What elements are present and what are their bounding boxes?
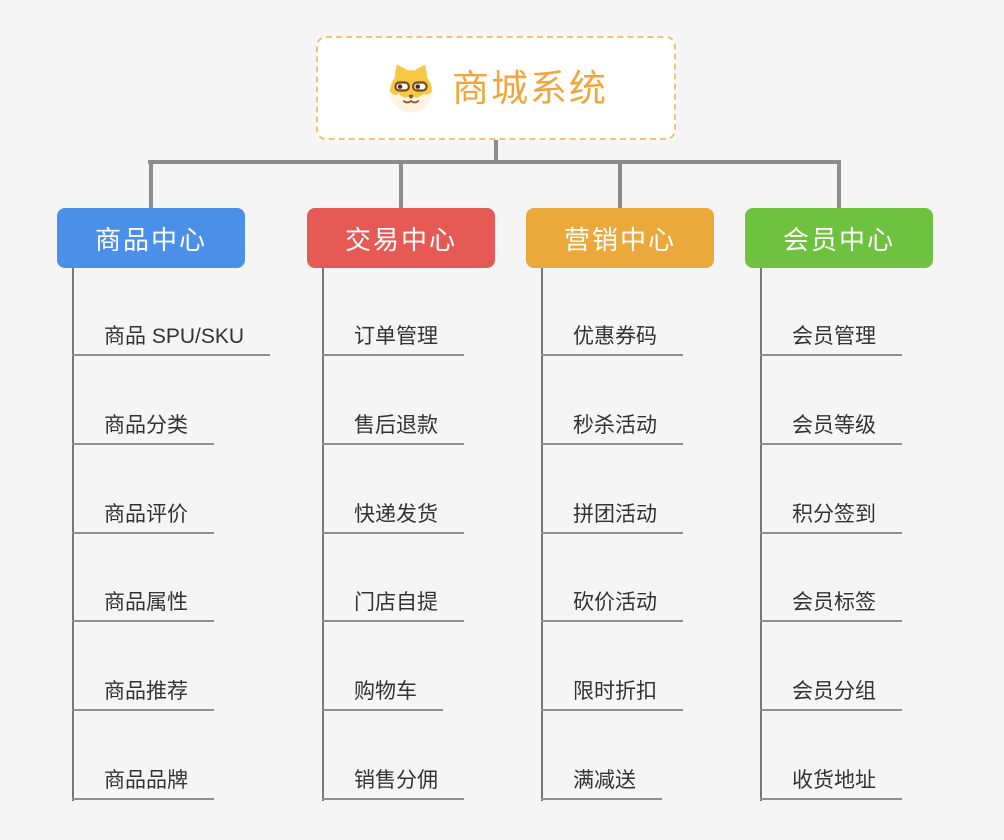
leaf-node[interactable]: 售后退款 — [322, 408, 464, 445]
leaf-node[interactable]: 收货地址 — [760, 763, 902, 800]
leaf-node[interactable]: 商品 SPU/SKU — [72, 319, 271, 356]
connector-branch-drop — [618, 160, 622, 210]
branch-node-2[interactable]: 交易中心 — [307, 208, 495, 268]
branch-node-4[interactable]: 会员中心 — [745, 208, 933, 268]
leaf-node[interactable]: 满减送 — [541, 763, 662, 800]
leaf-node[interactable]: 积分签到 — [760, 497, 902, 534]
leaf-node[interactable]: 会员管理 — [760, 319, 902, 356]
leaf-node[interactable]: 购物车 — [322, 674, 443, 711]
leaf-node[interactable]: 会员分组 — [760, 674, 902, 711]
leaf-node[interactable]: 会员标签 — [760, 585, 902, 622]
leaf-node[interactable]: 商品属性 — [72, 585, 214, 622]
connector-branch-spine — [760, 268, 762, 801]
leaf-node[interactable]: 商品评价 — [72, 497, 214, 534]
connector-branch-spine — [541, 268, 543, 801]
leaf-node[interactable]: 拼团活动 — [541, 497, 683, 534]
leaf-node[interactable]: 会员等级 — [760, 408, 902, 445]
leaf-node[interactable]: 优惠券码 — [541, 319, 683, 356]
connector-horizontal-bus — [148, 160, 840, 164]
connector-branch-spine — [72, 268, 74, 801]
root-node[interactable]: 商城系统 — [316, 36, 676, 140]
connector-branch-drop — [399, 160, 403, 210]
leaf-node[interactable]: 限时折扣 — [541, 674, 683, 711]
leaf-node[interactable]: 商品品牌 — [72, 763, 214, 800]
doge-face-icon — [384, 61, 438, 115]
leaf-node[interactable]: 商品推荐 — [72, 674, 214, 711]
leaf-node[interactable]: 商品分类 — [72, 408, 214, 445]
leaf-node[interactable]: 秒杀活动 — [541, 408, 683, 445]
connector-root-vertical — [494, 140, 498, 162]
leaf-node[interactable]: 销售分佣 — [322, 763, 464, 800]
connector-branch-drop — [149, 160, 153, 210]
branch-node-1[interactable]: 商品中心 — [57, 208, 245, 268]
root-title: 商城系统 — [452, 67, 608, 109]
leaf-node[interactable]: 订单管理 — [322, 319, 464, 356]
leaf-node[interactable]: 砍价活动 — [541, 585, 683, 622]
leaf-node[interactable]: 快递发货 — [322, 497, 464, 534]
leaf-node[interactable]: 门店自提 — [322, 585, 464, 622]
connector-branch-spine — [322, 268, 324, 801]
branch-node-3[interactable]: 营销中心 — [526, 208, 714, 268]
connector-branch-drop — [837, 160, 841, 210]
